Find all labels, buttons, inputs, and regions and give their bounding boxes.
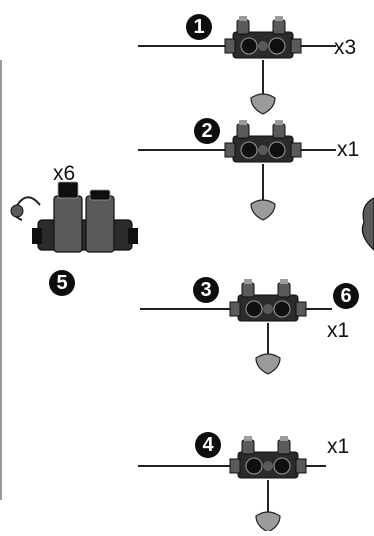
solenoid-cap	[277, 439, 291, 455]
solenoid-cap	[236, 19, 250, 35]
valve-unit-5	[10, 181, 138, 253]
solenoid-tip	[244, 436, 252, 441]
solenoid-tip	[239, 120, 247, 125]
outlet-connector	[295, 301, 307, 317]
solenoid-cap	[272, 19, 286, 35]
emitter-icon	[250, 199, 276, 221]
manifold-assembly-4	[138, 436, 326, 533]
manifold-assembly-1	[138, 16, 336, 115]
outlet-connector	[128, 228, 138, 244]
page-edge-line	[0, 60, 2, 500]
callout-badge-6: 6	[333, 283, 359, 309]
quantity-label-row-2: x1	[337, 138, 360, 161]
solenoid-cap	[89, 189, 111, 201]
solenoid-tip	[280, 279, 288, 284]
callout-badge-2: 2	[194, 118, 220, 144]
valve-body-right	[85, 195, 115, 253]
callout-badge-4: 4	[195, 432, 221, 458]
solenoid-tip	[239, 16, 247, 21]
solenoid-cap	[277, 282, 291, 298]
valve-hub	[273, 457, 291, 475]
outlet-connector	[295, 458, 307, 474]
valve-hub	[240, 141, 258, 159]
solenoid-cap	[241, 439, 255, 455]
center-fitting	[258, 145, 268, 155]
inlet-connector	[224, 142, 236, 158]
inlet-connector	[229, 458, 241, 474]
valve-body-left	[53, 195, 83, 253]
valve-hub	[273, 300, 291, 318]
inlet-connector	[32, 228, 42, 244]
quantity-label-row-3: x1	[327, 319, 350, 342]
outlet-connector	[290, 38, 302, 54]
wire-connector-icon	[10, 204, 24, 218]
center-fitting	[258, 41, 268, 51]
solenoid-tip	[280, 436, 288, 441]
solenoid-tip	[275, 120, 283, 125]
callout-badge-3: 3	[193, 277, 219, 303]
valve-hub	[245, 300, 263, 318]
outlet-connector	[290, 142, 302, 158]
valve-hub	[268, 141, 286, 159]
manifold-assembly-2	[138, 120, 336, 221]
center-fitting	[263, 304, 273, 314]
inlet-connector	[229, 301, 241, 317]
solenoid-cap	[241, 282, 255, 298]
valve-hub	[268, 37, 286, 55]
inlet-connector	[224, 38, 236, 54]
solenoid-cap	[57, 181, 79, 199]
center-fitting	[263, 461, 273, 471]
solenoid-tip	[244, 279, 252, 284]
quantity-label-row-1: x3	[334, 36, 357, 59]
quantity-label-valve: x6	[53, 162, 76, 185]
partial-part-right-edge	[361, 197, 374, 251]
valve-hub	[240, 37, 258, 55]
solenoid-cap	[272, 123, 286, 139]
solenoid-cap	[236, 123, 250, 139]
callout-badge-5: 5	[49, 270, 75, 296]
callout-badge-1: 1	[186, 14, 212, 40]
valve-hub	[245, 457, 263, 475]
quantity-label-row-4: x1	[327, 435, 350, 458]
emitter-icon	[250, 93, 276, 115]
valve-unit-base	[37, 219, 133, 251]
emitter-icon	[255, 353, 281, 375]
emitter-icon	[255, 511, 281, 533]
solenoid-tip	[275, 16, 283, 21]
manifold-assembly-3	[140, 279, 332, 375]
